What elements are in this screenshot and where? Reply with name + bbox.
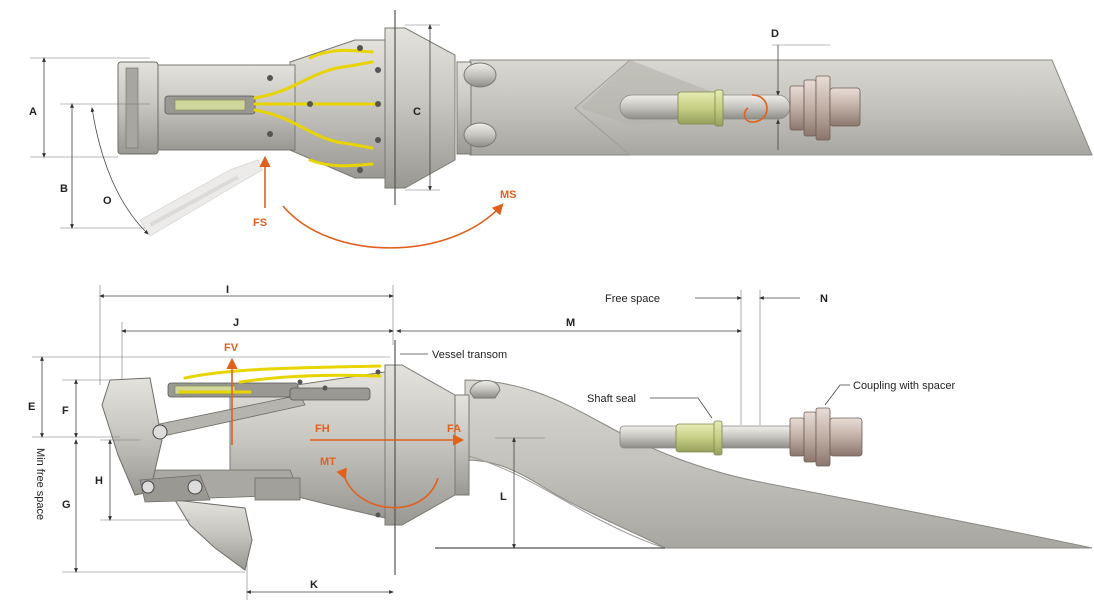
coupling-leader [824,384,850,406]
vessel-transom-label: Vessel transom [432,349,507,361]
dimension-f-label: F [62,405,69,417]
pump-housing-top [384,27,456,189]
fs-force-label: FS [253,217,267,229]
top-view: A B O C D FS MS [29,10,1093,249]
dimension-o-label: O [103,195,112,207]
dimension-d-label: D [771,28,779,40]
dimension-m-label: M [566,317,575,329]
dimension-g-label: G [62,499,71,511]
dimension-i-label: I [226,284,229,296]
coupling-flange-3-side [815,407,831,467]
fv-force-label: FV [224,342,239,354]
dimension-l-label: L [500,491,507,503]
deflector-swept-ghost [139,159,263,237]
shaft-seal-ring-side [713,420,723,456]
hatch-cover-lower [463,122,497,148]
ms-moment-label: MS [500,189,517,201]
free-space-label: Free space [605,293,660,305]
pump-housing-side [384,364,456,526]
coupling-flange-1-top [789,85,805,131]
mt-moment-arrow [336,467,439,509]
inlet-duct-side [464,379,1093,549]
nozzle-housing-top [289,39,386,179]
inspection-hatch-side [469,380,501,399]
dimension-b-label: B [60,183,68,195]
dimension-n-label: N [820,293,828,305]
dimension-h-label: H [95,475,103,487]
reverse-cylinder-side [289,387,371,401]
shaft-seal-ring-top [714,89,724,127]
dimension-o-arc [90,107,149,235]
pivot-pins-side [141,424,203,495]
dimension-k-label: K [310,579,318,591]
coupling-flange-3-top [815,75,831,141]
hatch-cover-upper [463,62,497,88]
shaft-seal-side [675,423,719,453]
steering-cylinder-rod-top [174,99,246,111]
fa-force-label: FA [447,423,461,435]
mt-moment-label: MT [320,456,336,468]
hydraulic-lines-top [253,48,382,168]
coupling-with-spacer-label: Coupling with spacer [853,380,955,392]
dimension-j-label: J [233,317,239,329]
deflector-lip-top [125,67,139,149]
coupling-hub-side [829,417,863,457]
dimension-a-label: A [29,106,37,118]
side-view: I J M Free space N Vessel transom Shaft … [28,284,1093,600]
shaft-seal-label: Shaft seal [587,393,636,405]
shaft-seal-leader [650,397,713,419]
min-free-space-label: Min free space [34,448,46,520]
reverse-bucket-side [101,377,163,496]
hydraulic-lines-side [178,364,382,394]
coupling-flange-2-side [803,411,817,463]
fh-force-label: FH [315,423,330,435]
coupling-flange-2-top [803,79,817,137]
steering-cylinder-rod-side [174,385,236,395]
ms-moment-arrow [282,203,504,249]
duct-intake-opening [574,59,1000,156]
coupling-hub-top [829,87,861,127]
duct-underside [464,454,666,549]
bolts-side [297,369,381,518]
shaft-rotation-arrow [743,94,768,123]
transom-flange-side [454,394,470,496]
dimension-e-label: E [28,401,35,413]
coupling-flange-1-side [789,417,805,457]
bolts-top [267,45,381,173]
dimension-c-label: C [413,106,421,118]
lower-bracket [254,477,301,501]
reverse-bucket-lower [174,499,253,571]
shaft-seal-top [677,91,721,125]
